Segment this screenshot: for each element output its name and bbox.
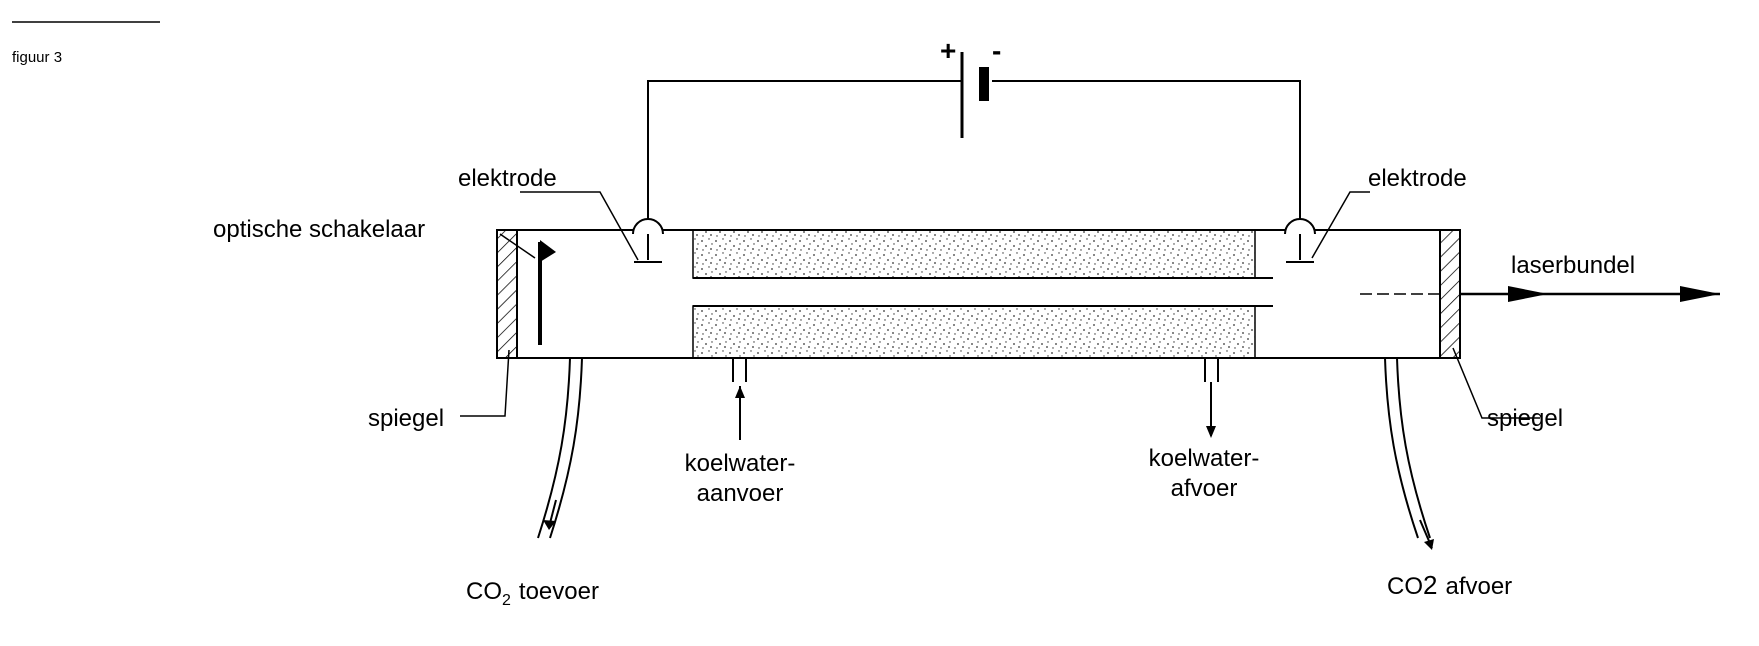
coolant-in-label-line1: koelwater- (685, 450, 796, 477)
co2-inlet-tube (537, 357, 583, 539)
mirror-left (496, 229, 518, 359)
circuit-wires (647, 80, 1301, 225)
electrode-left (634, 234, 662, 263)
laser-tube (497, 229, 1460, 359)
optical-switch-label: optische schakelaar (213, 216, 425, 243)
coolant-jacket-upper (692, 229, 1256, 279)
laser-beam-label: laserbundel (1511, 252, 1635, 279)
co2-outlet-tube (1384, 357, 1434, 550)
coolant-out-label-line1: koelwater- (1149, 445, 1260, 472)
coolant-in-label-line2: aanvoer (697, 480, 784, 507)
co2-outlet-suffix: afvoer (1445, 573, 1512, 600)
electrode-right-label: elektrode (1368, 165, 1467, 192)
co2-outlet-prefix: CO (1387, 573, 1423, 600)
electrode-right (1286, 234, 1314, 263)
electrode-feedthroughs (632, 218, 1316, 235)
coolant-outlet-nozzle (1204, 358, 1219, 438)
battery-symbol (960, 52, 989, 138)
battery-plus-sign: + (940, 35, 956, 66)
optical-switch (538, 240, 556, 345)
mirror-left-label: spiegel (368, 405, 444, 432)
co2-inlet-subscript: 2 (502, 592, 511, 609)
co2-inlet-label: CO2 toevoer (466, 578, 599, 609)
laser-beam (1360, 286, 1720, 302)
co2-outlet-label: CO2 afvoer (1387, 570, 1512, 600)
co2-inlet-prefix: CO (466, 578, 502, 605)
leader-lines (460, 191, 1540, 419)
electrode-left-label: elektrode (458, 165, 557, 192)
mirror-right (1439, 229, 1461, 359)
coolant-jacket-lower (692, 305, 1256, 359)
co2-inlet-suffix: toevoer (519, 578, 599, 605)
co2-outlet-subscript: 2 (1423, 570, 1437, 600)
coolant-inlet-nozzle (732, 358, 747, 440)
mirror-right-label: spiegel (1487, 405, 1563, 432)
figure-label: figuur 3 (12, 49, 62, 66)
battery-minus-sign: - (992, 35, 1001, 66)
coolant-out-label-line2: afvoer (1171, 475, 1238, 502)
